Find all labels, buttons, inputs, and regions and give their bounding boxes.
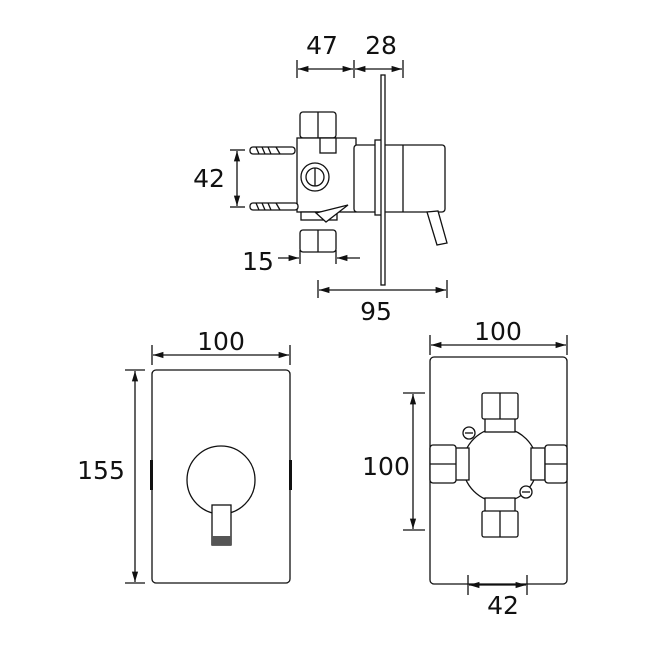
front-width-label: 100 bbox=[197, 327, 245, 356]
wall-plate bbox=[380, 74, 386, 286]
rear-width-label: 100 bbox=[474, 317, 522, 346]
dim-95-label: 95 bbox=[360, 297, 392, 326]
control-knob bbox=[186, 445, 256, 515]
valve-side-body bbox=[296, 74, 448, 286]
dim-47-label: 47 bbox=[306, 31, 338, 60]
wall-fixings bbox=[249, 146, 299, 211]
dim-28-label: 28 bbox=[365, 31, 397, 60]
dim-top-lines bbox=[296, 60, 404, 78]
rear-height-label: 100 bbox=[362, 452, 410, 481]
front-view: 100 155 bbox=[77, 327, 292, 584]
dim-15-label: 15 bbox=[242, 247, 274, 276]
dim-42-label: 42 bbox=[193, 164, 225, 193]
side-view: 47 28 42 15 95 bbox=[193, 31, 448, 326]
lever-handle bbox=[426, 210, 448, 246]
rear-spacing-label: 42 bbox=[487, 591, 519, 620]
front-height-label: 155 bbox=[77, 456, 125, 485]
valve-rear-body bbox=[429, 392, 568, 538]
rear-view: 100 100 42 bbox=[362, 317, 568, 620]
